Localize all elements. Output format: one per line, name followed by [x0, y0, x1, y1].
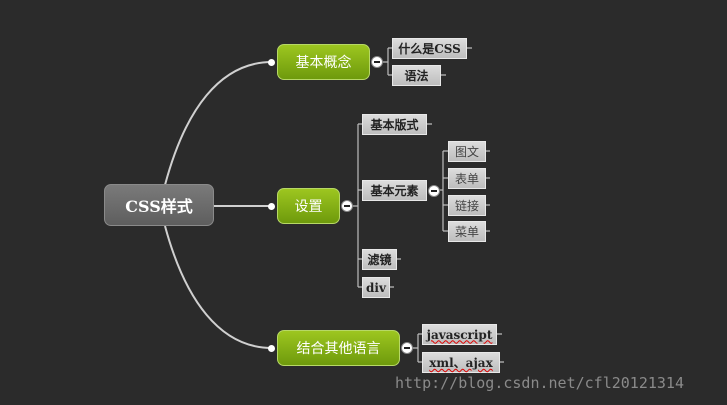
watermark: http://blog.csdn.net/cfl20121314	[395, 374, 684, 392]
leaf-link[interactable]: 链接	[448, 195, 486, 216]
leaf-label: 菜单	[454, 225, 479, 239]
leaf-label: xml、ajax	[429, 356, 493, 370]
leaf-javascript[interactable]: javascript	[422, 324, 497, 345]
branch-label: 结合其他语言	[296, 341, 381, 357]
branch-other-languages[interactable]: 结合其他语言	[277, 330, 400, 366]
branch-basic-concepts[interactable]: 基本概念	[277, 44, 370, 80]
branch-settings[interactable]: 设置	[277, 188, 340, 224]
leaf-xml-ajax[interactable]: xml、ajax	[422, 352, 500, 373]
branch-label: 设置	[294, 199, 323, 215]
collapse-icon[interactable]	[371, 56, 383, 68]
connector-dot	[268, 59, 275, 66]
leaf-image-text[interactable]: 图文	[448, 141, 486, 162]
collapse-icon[interactable]	[428, 185, 440, 197]
leaf-label: 基本元素	[370, 184, 419, 198]
connector-dot	[268, 345, 275, 352]
leaf-label: 基本版式	[370, 118, 419, 132]
leaf-basic-layout[interactable]: 基本版式	[362, 114, 427, 135]
leaf-div[interactable]: div	[362, 277, 390, 298]
leaf-syntax[interactable]: 语法	[392, 65, 441, 86]
root-label: CSS样式	[125, 197, 193, 216]
leaf-label: 表单	[454, 172, 479, 186]
leaf-label: 语法	[404, 69, 429, 83]
leaf-basic-elements[interactable]: 基本元素	[362, 180, 427, 201]
leaf-label: 图文	[454, 145, 479, 159]
leaf-label: 滤镜	[367, 253, 392, 267]
leaf-label: 什么是CSS	[398, 42, 461, 56]
leaf-form[interactable]: 表单	[448, 168, 486, 189]
connector-dot	[268, 203, 275, 210]
leaf-what-is-css[interactable]: 什么是CSS	[392, 38, 467, 59]
collapse-icon[interactable]	[401, 342, 413, 354]
leaf-menu[interactable]: 菜单	[448, 221, 486, 242]
leaf-label: div	[366, 280, 386, 295]
branch-label: 基本概念	[295, 55, 352, 71]
leaf-label: 链接	[454, 199, 479, 213]
root-node[interactable]: CSS样式	[104, 184, 214, 226]
leaf-filter[interactable]: 滤镜	[362, 249, 397, 270]
collapse-icon[interactable]	[341, 200, 353, 212]
leaf-label: javascript	[426, 327, 493, 342]
